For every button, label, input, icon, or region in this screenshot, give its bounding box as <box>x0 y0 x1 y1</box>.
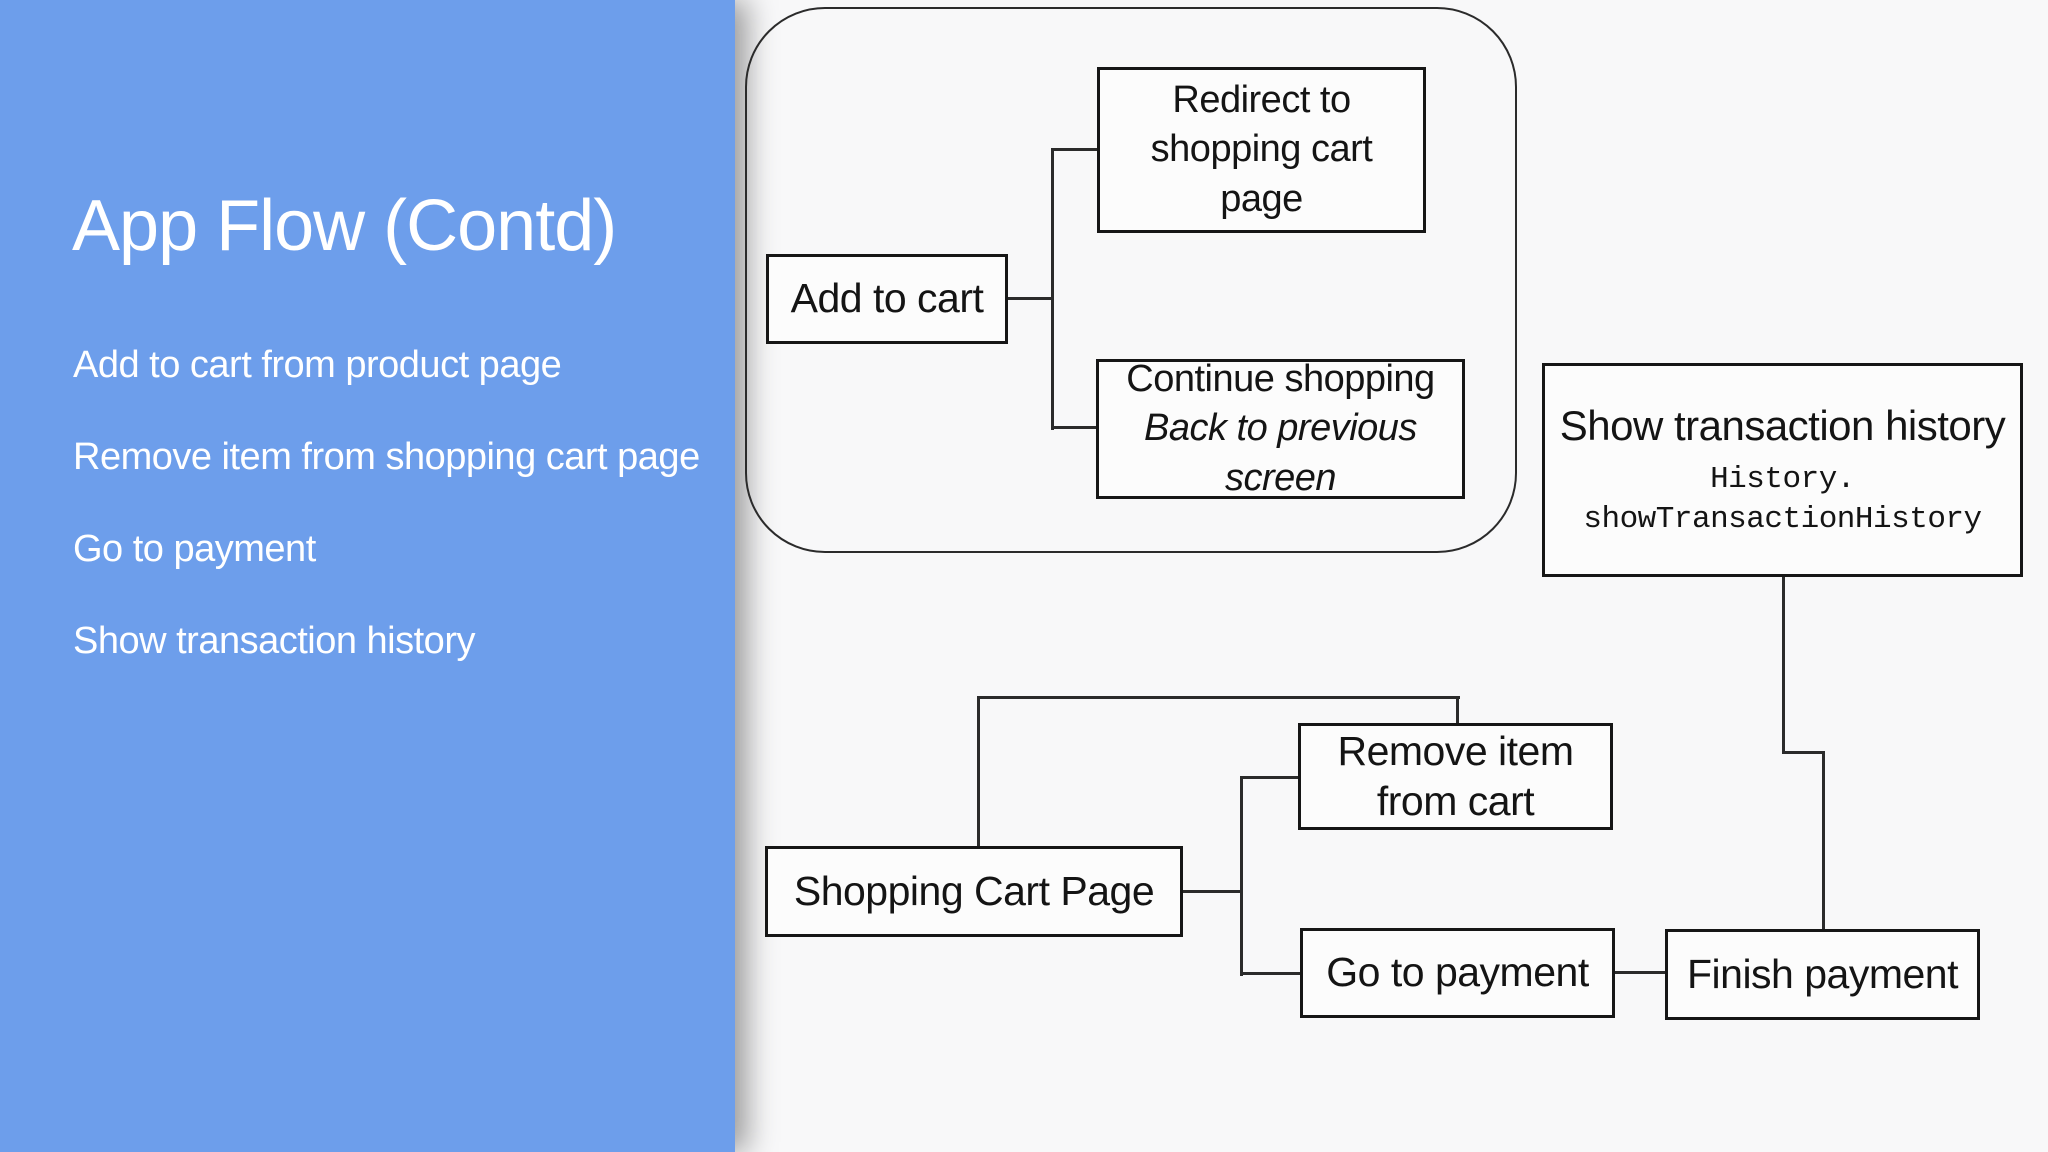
bullet-add-to-cart: Add to cart from product page <box>73 344 562 386</box>
connector <box>977 696 1460 699</box>
connector <box>1782 577 1785 754</box>
node-remove-item-from-cart: Remove item from cart <box>1298 723 1613 830</box>
node-go-to-payment-label: Go to payment <box>1326 949 1589 996</box>
node-history-code-line2: showTransactionHistory <box>1583 502 1982 538</box>
node-remove-item-label: Remove item from cart <box>1337 728 1574 824</box>
node-history-label: Show transaction history <box>1559 402 2006 450</box>
bullet-list: Add to cart from product page Remove ite… <box>73 344 713 662</box>
connector <box>1051 148 1054 430</box>
node-continue-shopping: Continue shopping Back to previous scree… <box>1096 357 1465 499</box>
node-redirect-to-cart-page: Redirect to shopping cart page <box>1097 67 1426 233</box>
connector <box>1456 696 1459 724</box>
connector <box>1008 297 1054 300</box>
bullet-show-history: Show transaction history <box>73 619 475 662</box>
node-finish-payment-label: Finish payment <box>1686 950 1959 997</box>
node-redirect-label: Redirect to shopping cart page <box>1150 78 1373 220</box>
node-add-to-cart-label: Add to cart <box>790 275 984 322</box>
node-shopping-cart-page-label: Shopping Cart Page <box>793 867 1155 914</box>
node-continue-label: Continue shopping <box>1126 357 1435 400</box>
node-history-code-line1: History. <box>1710 462 1855 497</box>
add-to-cart-flow-group <box>745 7 1517 553</box>
bullet-go-to-payment: Go to payment <box>73 527 316 570</box>
blue-side-panel: App Flow (Contd) Add to cart from produc… <box>0 0 735 1152</box>
connector <box>1240 972 1300 975</box>
slide-title: App Flow (Contd) <box>72 186 617 266</box>
node-go-to-payment: Go to payment <box>1300 928 1615 1018</box>
connector <box>1615 971 1665 974</box>
bullet-remove-item: Remove item from shopping cart page <box>73 435 700 478</box>
node-show-transaction-history: Show transaction history History. showTr… <box>1542 363 2023 577</box>
connector <box>1782 751 1825 754</box>
connector <box>1240 776 1298 779</box>
node-shopping-cart-page: Shopping Cart Page <box>765 846 1183 937</box>
connector <box>1183 890 1243 893</box>
node-add-to-cart: Add to cart <box>766 254 1008 344</box>
connector <box>1240 776 1243 976</box>
connector <box>1051 426 1096 429</box>
connector <box>977 696 980 846</box>
connector <box>1051 148 1097 151</box>
node-finish-payment: Finish payment <box>1665 929 1980 1020</box>
node-continue-sublabel: Back to previous screen <box>1144 407 1417 499</box>
connector <box>1822 751 1825 932</box>
